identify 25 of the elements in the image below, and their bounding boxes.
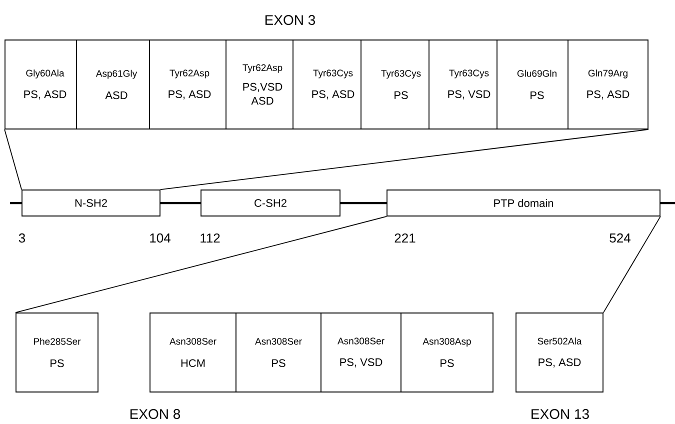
residue-number: 104: [150, 233, 170, 243]
mutation-cell: Asn308Ser HCM: [150, 312, 236, 392]
mutation-cell: Tyr62Asp PS,VSD ASD: [226, 40, 300, 130]
exon-label: EXON 3: [265, 15, 316, 25]
mutation-cell: Asp61Gly ASD: [76, 40, 157, 130]
domain-box: PTP domain: [386, 190, 660, 216]
leader-line: [160, 129, 649, 190]
domain-box: N-SH2: [22, 190, 160, 216]
domain-box: C-SH2: [200, 190, 340, 216]
residue-number: 112: [200, 233, 220, 243]
residue-number: 221: [394, 233, 416, 243]
mutation-cell: Ser502Ala PS, ASD: [516, 312, 604, 392]
mutation-cell: Phe285Ser PS: [16, 312, 98, 392]
mutation-cell: Gln79Arg PS, ASD: [568, 40, 648, 130]
mutation-cell: Asn308Asp PS: [400, 312, 494, 392]
leader-line: [603, 216, 661, 313]
residue-number: 3: [18, 233, 26, 243]
leader-line: [15, 216, 387, 313]
exon-label: EXON 8: [130, 409, 180, 419]
residue-number: 524: [610, 233, 630, 243]
leader-line: [4, 129, 22, 190]
mutation-cell: Asn308Ser PS, VSD: [320, 312, 402, 392]
mutation-cell: Tyr62Asp PS, ASD: [149, 40, 230, 130]
exon-label: EXON 13: [532, 409, 589, 419]
mutation-cell: Asn308Ser PS: [236, 312, 322, 392]
